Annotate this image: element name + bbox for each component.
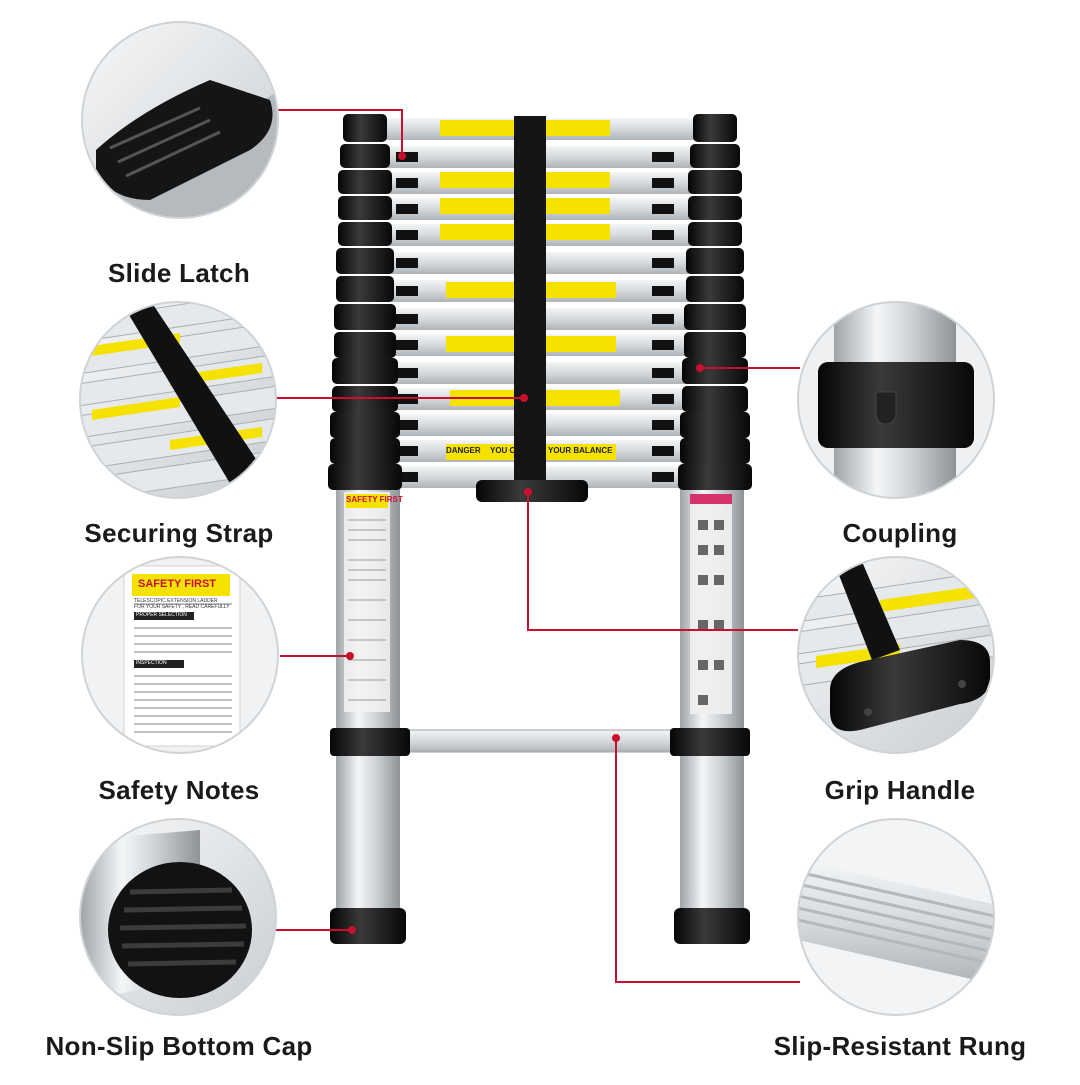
slide-latch-detail (81, 21, 279, 219)
telescopic-ladder (328, 114, 752, 944)
bottom-cap-label: Non-Slip Bottom Cap (45, 1031, 313, 1061)
right-rung-coupling (670, 728, 750, 756)
safety-sticker (344, 492, 390, 712)
for-safety-text: FOR YOUR SAFETY , READ CAREFULLY (134, 604, 230, 610)
securing-strap-detail (79, 301, 277, 499)
securing-strap-label: Securing Strap (84, 518, 274, 548)
safety-notes-detail (81, 556, 279, 754)
rung-label: Slip-Resistant Rung (773, 1031, 1027, 1061)
inspection-text: INSPECTION (136, 660, 167, 666)
grip-handle-detail (797, 556, 995, 754)
safety-first-banner (346, 494, 388, 508)
slide-latch-label: Slide Latch (108, 258, 250, 288)
bottom-rung (397, 729, 683, 753)
danger-text: DANGER (446, 446, 481, 455)
grip-handle (476, 480, 588, 502)
proper-selection-text: PROPER SELECTION (136, 612, 187, 618)
safety-first-detail-text: SAFETY FIRST (138, 578, 217, 590)
pictogram-sticker (690, 494, 732, 714)
left-bottom-cap (330, 908, 406, 944)
telescopic-text: TELESCOPIC EXTENSION LADDER (134, 598, 218, 604)
coupling-detail (797, 301, 995, 499)
safety-first-text: SAFETY FIRST (346, 495, 403, 504)
callout-lines (276, 109, 800, 983)
balance-text: YOUR BALANCE (548, 446, 613, 455)
coupling-label: Coupling (842, 518, 958, 548)
securing-strap (514, 116, 546, 486)
grip-handle-label: Grip Handle (824, 775, 976, 805)
bottom-cap-detail (79, 818, 277, 1016)
left-coupling-stack (328, 114, 402, 490)
left-rung-coupling (330, 728, 410, 756)
right-bottom-cap (674, 908, 750, 944)
rung-detail (797, 818, 995, 1016)
safety-notes-label: Safety Notes (98, 775, 260, 805)
you-c-text: YOU C (490, 446, 516, 455)
